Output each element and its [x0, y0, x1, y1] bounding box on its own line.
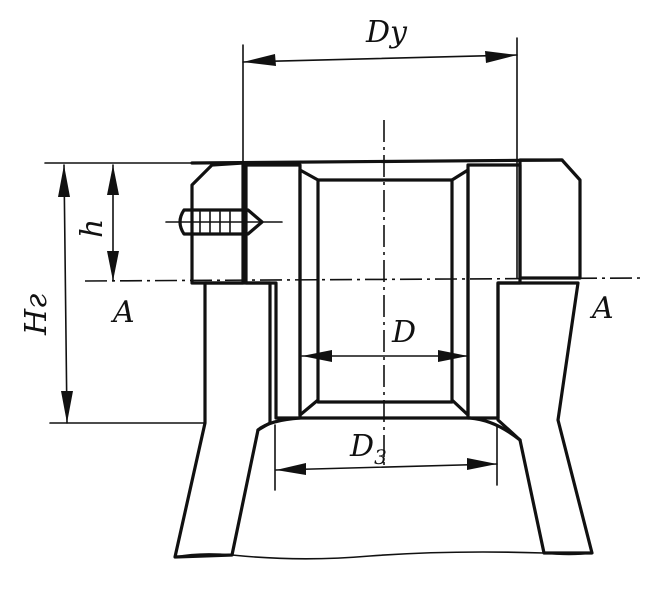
dimension-hg: Hг [19, 164, 73, 424]
label-a-left: A [110, 295, 135, 330]
flange-top-edge [190, 158, 564, 165]
thread-left [298, 168, 320, 417]
label-hg: Hг [19, 294, 54, 336]
label-d3-subscript: 3 [374, 445, 387, 469]
extension-lines [44, 37, 518, 491]
thread-right [450, 168, 470, 417]
bushing-left [244, 163, 302, 420]
dim-h-arrow-top [107, 165, 119, 195]
label-d3-main: D [349, 429, 374, 464]
body-broken-edge [174, 551, 593, 560]
dimension-dy: Dy [242, 15, 518, 66]
dim-dy-arrow-right [485, 51, 517, 63]
dimension-d: D [301, 315, 469, 362]
dim-h-arrow-bottom [107, 251, 119, 281]
dim-d-arrow-right [438, 350, 468, 362]
dimension-h: h [75, 164, 119, 282]
dim-d3-line [275, 463, 498, 471]
dim-hg-arrow-top [58, 165, 70, 197]
label-d3: D3 [349, 429, 387, 469]
body-casting [173, 281, 594, 560]
body-inner-bore [256, 416, 522, 442]
section-line-a-a [84, 277, 641, 282]
label-d: D [391, 315, 416, 350]
dim-d3-arrow-left [276, 463, 306, 475]
body-left-wall [173, 281, 272, 559]
set-screw-body [178, 208, 264, 236]
set-screw [165, 208, 283, 236]
label-h: h [75, 219, 110, 238]
dimension-d3: D3 [275, 429, 498, 475]
body-right-wall [496, 281, 594, 555]
dim-hg-line [63, 164, 68, 424]
label-dy: Dy [365, 15, 408, 50]
label-a-right: A [589, 291, 614, 326]
dim-hg-arrow-bottom [61, 391, 73, 423]
dim-dy-line [242, 54, 518, 63]
dim-dy-arrow-left [243, 54, 276, 66]
flange-right-part [518, 158, 582, 280]
dim-d3-arrow-right [467, 458, 497, 470]
dim-d-arrow-left [302, 350, 332, 362]
seat-bushing [244, 163, 522, 420]
bushing-right [466, 163, 522, 420]
